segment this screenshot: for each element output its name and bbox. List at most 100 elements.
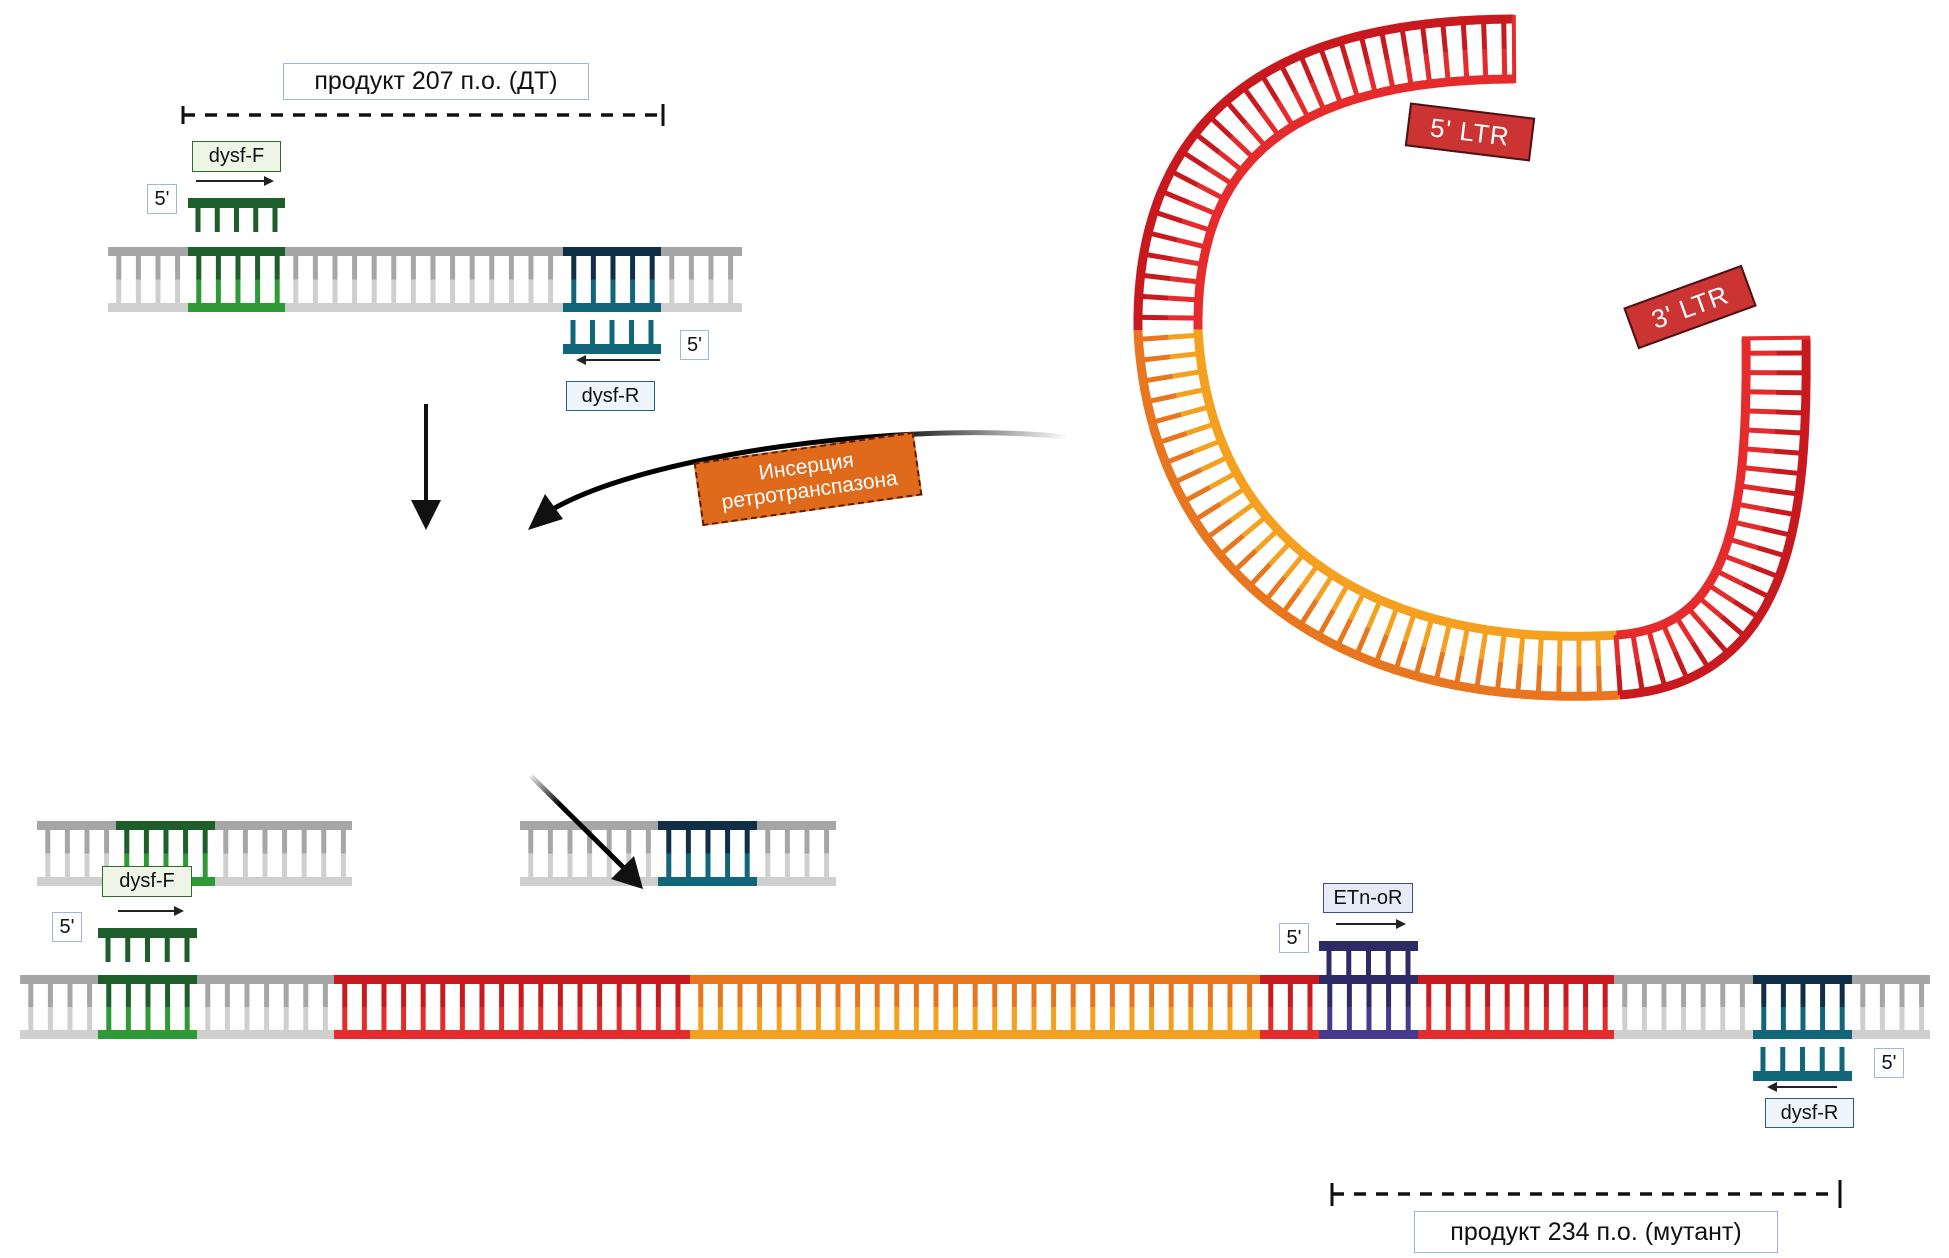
wt-product-label: продукт 207 п.о. (ДТ) xyxy=(283,63,589,100)
dna-rung xyxy=(547,853,553,877)
dna-rung xyxy=(1820,984,1826,1007)
dna-rung xyxy=(1149,1007,1155,1030)
dna-rung xyxy=(184,984,190,1007)
dna-rung xyxy=(84,830,90,854)
primer-backbone xyxy=(188,198,285,208)
dna-rung xyxy=(1031,1007,1037,1030)
retro-rung xyxy=(1243,122,1268,149)
dna-rung xyxy=(610,279,616,303)
dna-rung xyxy=(1681,984,1687,1007)
retro-rung xyxy=(1229,500,1257,523)
retro-rung xyxy=(1630,632,1641,664)
retro-rung xyxy=(1775,409,1806,416)
dna-rung xyxy=(796,1007,802,1030)
retro-rung xyxy=(1268,540,1293,566)
retro-rung xyxy=(1331,582,1351,612)
dna-rail-top xyxy=(20,975,98,984)
primer-base xyxy=(125,938,131,962)
dna-rung xyxy=(1563,984,1569,1007)
retro-rung xyxy=(1180,149,1209,171)
retro-rung xyxy=(1741,465,1772,474)
dna-rung xyxy=(1227,984,1233,1007)
primer-base xyxy=(1385,951,1391,975)
dna-rung xyxy=(1700,1007,1706,1030)
dna-rung xyxy=(1661,984,1667,1007)
dna-rung xyxy=(499,1007,505,1030)
dna-rung xyxy=(244,1007,250,1030)
dna-rung xyxy=(757,984,763,1007)
dna-rung xyxy=(577,984,583,1007)
retro-rung xyxy=(1419,24,1429,55)
retro-rung xyxy=(1292,90,1311,120)
dna-rung xyxy=(804,853,810,877)
retro-rung xyxy=(1697,595,1724,619)
dna-rung xyxy=(1426,984,1432,1007)
retro-rung xyxy=(1173,467,1203,485)
dna-rung xyxy=(1860,984,1866,1007)
dna-rung xyxy=(1602,1007,1608,1030)
retro-rung xyxy=(1172,256,1204,267)
dna-rung xyxy=(340,830,346,854)
primer-base xyxy=(1780,1047,1786,1071)
retro-end xyxy=(1741,335,1811,341)
retro-rung xyxy=(1217,150,1244,173)
retro-rung xyxy=(1354,626,1371,657)
dna-rung xyxy=(1919,1007,1925,1030)
dna-rung xyxy=(274,256,280,280)
dna-rung xyxy=(804,830,810,854)
dna-rung xyxy=(450,279,456,303)
retro-rung xyxy=(1247,562,1272,588)
dna-rung xyxy=(125,1007,131,1030)
dna-rung xyxy=(1287,1007,1293,1030)
retro-rung xyxy=(1501,49,1508,80)
dna-rung xyxy=(518,1007,524,1030)
dna-rung xyxy=(1543,1007,1549,1030)
dna-rung xyxy=(1524,1007,1530,1030)
retro-rung xyxy=(1745,408,1776,415)
dna-rung xyxy=(835,1007,841,1030)
dna-rung xyxy=(1346,1007,1352,1030)
retro-rung xyxy=(1384,59,1396,91)
dna-rung xyxy=(352,256,358,280)
dna-rung xyxy=(342,984,348,1007)
dna-rung xyxy=(1465,984,1471,1007)
dna-rung xyxy=(705,853,711,877)
dna-rung xyxy=(175,279,181,303)
dna-rung xyxy=(459,1007,465,1030)
dna-rung xyxy=(303,984,309,1007)
dna-rung xyxy=(163,853,169,877)
dna-rung xyxy=(489,279,495,303)
primer-base xyxy=(234,208,239,232)
dna-rung xyxy=(1090,984,1096,1007)
retro-rung xyxy=(1743,446,1774,454)
dna-rung xyxy=(688,256,694,280)
dna-rung xyxy=(1327,1007,1333,1030)
dna-rung xyxy=(215,279,221,303)
retro-rail xyxy=(1193,74,1516,333)
dna-rung xyxy=(538,984,544,1007)
dna-rung xyxy=(557,984,563,1007)
retro-rung xyxy=(1172,369,1203,379)
dna-rung xyxy=(322,1007,328,1030)
dna-rung xyxy=(391,256,397,280)
retro-rung xyxy=(1335,618,1353,648)
retro-rung xyxy=(1474,658,1484,690)
dna-rung xyxy=(322,984,328,1007)
primer-etn-or-label: ETn-oR xyxy=(1323,883,1413,913)
dna-rung xyxy=(567,853,573,877)
dna-rail-bottom xyxy=(285,303,563,312)
dna-rung xyxy=(283,984,289,1007)
retro-rail xyxy=(1133,14,1516,333)
retro-rung xyxy=(1413,646,1427,677)
retro-rung xyxy=(1732,519,1763,532)
dna-rung xyxy=(1602,984,1608,1007)
dna-rung xyxy=(124,830,130,854)
dna-rung xyxy=(1739,984,1745,1007)
retro-rail xyxy=(1613,336,1751,640)
dna-rung xyxy=(450,256,456,280)
dna-rung xyxy=(196,256,202,280)
retro-rung xyxy=(1535,665,1543,696)
dna-rail-bottom xyxy=(661,303,742,312)
dna-rung xyxy=(669,279,675,303)
dna-rung xyxy=(293,256,299,280)
